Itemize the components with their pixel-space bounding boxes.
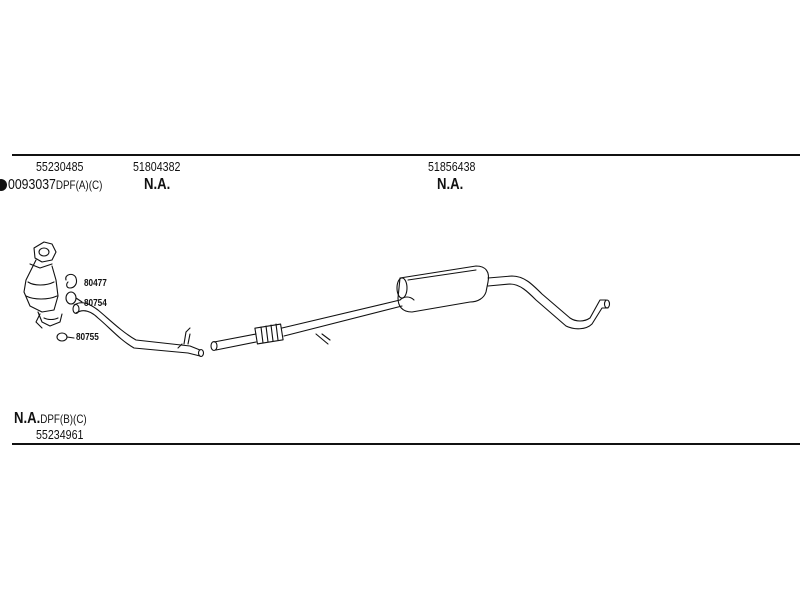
- bottom-part-number: 55234961: [36, 427, 84, 442]
- kit-variant: DPF(A)(C): [55, 178, 103, 192]
- callout-gasket-80754[interactable]: 80754: [84, 298, 107, 309]
- rear-silencer-drawing[interactable]: [396, 265, 611, 330]
- kit-number[interactable]: 0093037DPF(A)(C): [8, 177, 102, 193]
- part-number-front-pipe: 51804382: [133, 159, 181, 174]
- center-pipe-drawing[interactable]: [210, 296, 415, 352]
- bottom-variant: DPF(B)(C): [40, 412, 87, 426]
- bottom-status: N.A.: [14, 410, 41, 427]
- callout-clamp-80755[interactable]: 80755: [76, 332, 99, 343]
- part-number-rear-silencer: 51856438: [428, 159, 476, 174]
- gasket-80754-drawing[interactable]: [65, 291, 83, 305]
- kit-prefix: 0093037: [8, 176, 56, 193]
- callout-gasket-80477[interactable]: 80477: [84, 278, 107, 289]
- part-number-catalyst: 55230485: [36, 159, 84, 174]
- front-pipe-status: N.A.: [144, 176, 171, 193]
- bottom-divider: [12, 443, 800, 445]
- rear-silencer-status: N.A.: [437, 176, 464, 193]
- catalytic-converter-drawing[interactable]: [23, 241, 63, 329]
- bottom-kit-label[interactable]: N.A.DPF(B)(C): [14, 411, 87, 427]
- clamp-80755-drawing[interactable]: [56, 332, 75, 342]
- kit-bullet-icon: [0, 179, 7, 191]
- gasket-80477-drawing[interactable]: [65, 273, 78, 289]
- top-divider: [12, 154, 800, 156]
- front-pipe-drawing[interactable]: [72, 302, 205, 358]
